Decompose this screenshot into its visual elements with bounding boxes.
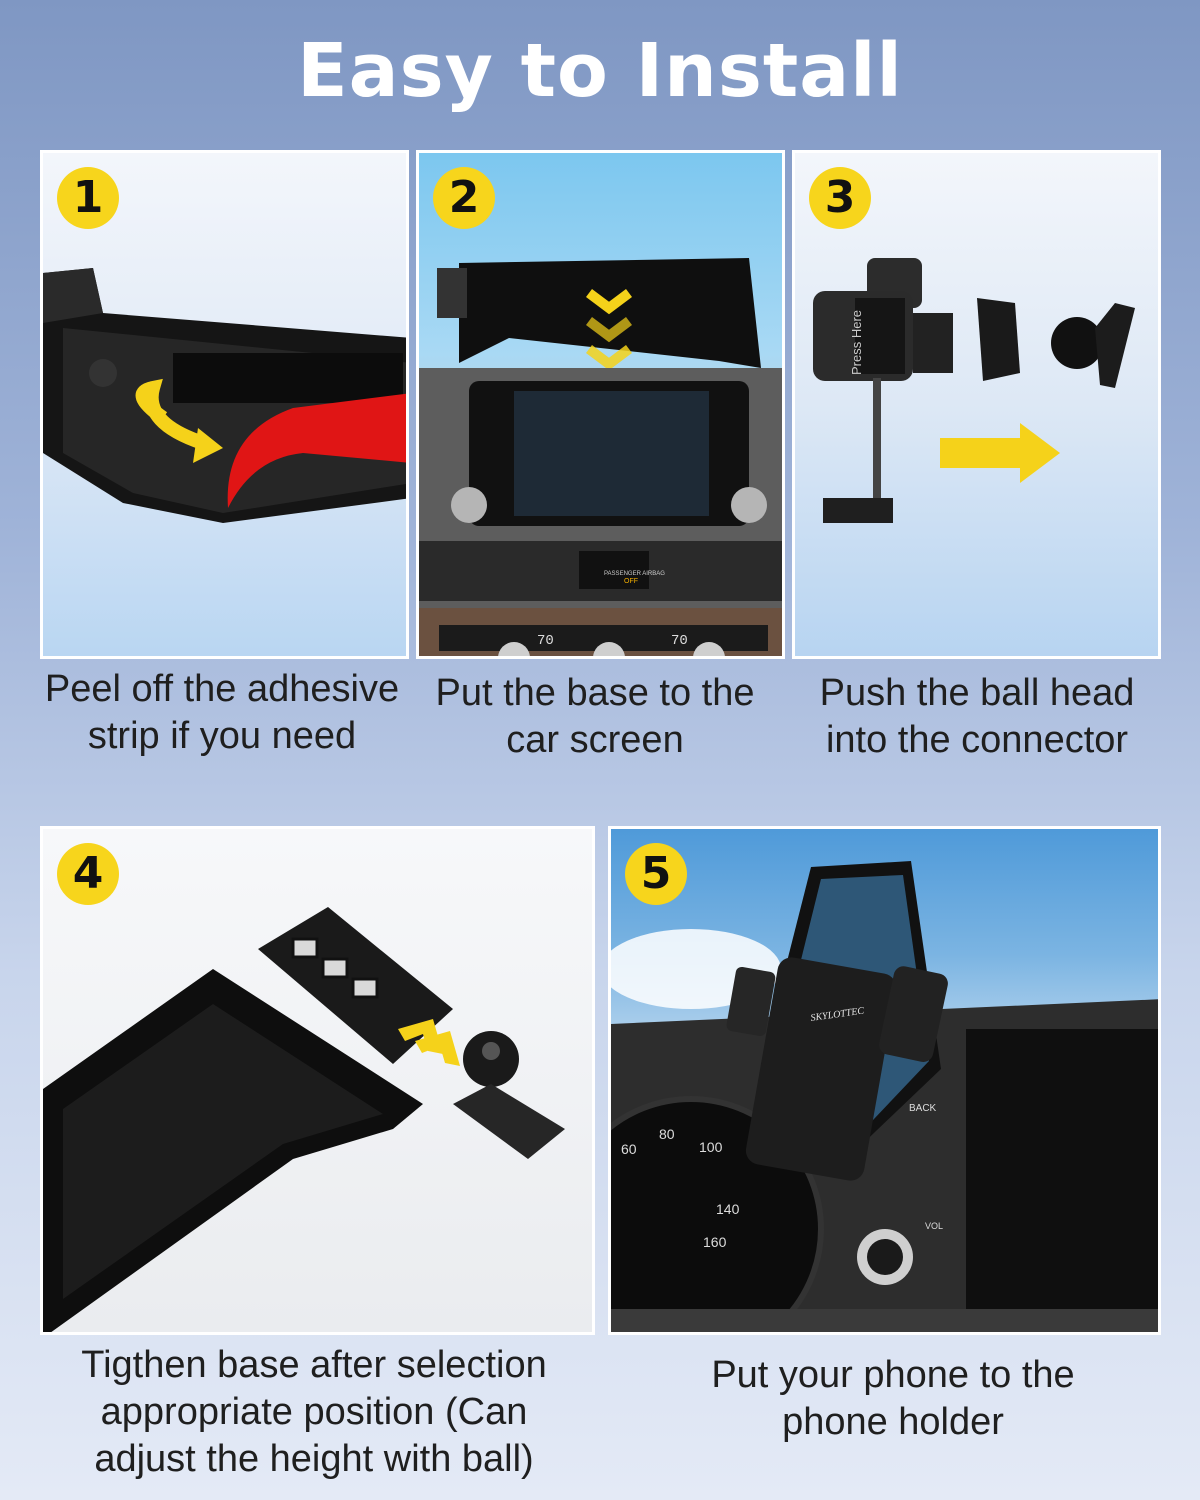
step-3-illustration: Press Here: [813, 258, 1135, 523]
phone-holder-back: [745, 957, 897, 1181]
airbag-off-label: OFF: [624, 578, 638, 585]
step-5-caption: Put your phone to the phone holder: [711, 1354, 1075, 1443]
step-3-caption: Push the ball head into the connector: [819, 672, 1135, 761]
speed-100-label: 100: [699, 1139, 723, 1155]
page-title: Easy to Install: [297, 28, 903, 114]
red-peel-arrow-icon: [227, 393, 406, 508]
holder-right-grip: [879, 966, 948, 1062]
step-1-badge: 1: [57, 167, 119, 229]
step-4-panel: 4: [40, 826, 595, 1335]
double-chevron-icon: [398, 1019, 460, 1066]
step-5-illustration: 60 80 100 140 160 BACK VOL SKYLOTTEC: [611, 861, 1158, 1332]
step-3-badge: 3: [809, 167, 871, 229]
press-here-label: Press Here: [849, 310, 864, 375]
speed-160-label: 160: [703, 1234, 727, 1250]
step-1-illustration: [43, 268, 406, 523]
speed-60-label: 60: [621, 1141, 637, 1157]
step-1-panel: 1: [40, 150, 409, 659]
step-1-caption: Peel off the adhesive strip if you need: [44, 668, 400, 757]
step-4-illustration: [43, 907, 565, 1332]
ball-connector-ring: [977, 298, 1020, 381]
step-5-badge: 5: [625, 843, 687, 905]
step-3-panel: 3 Press Here: [792, 150, 1161, 659]
step-2-illustration: PASSENGER AIRBAG OFF 70 70: [419, 258, 782, 656]
car-screen: [966, 1029, 1158, 1329]
airbag-label: PASSENGER AIRBAG: [604, 571, 665, 577]
curved-yellow-arrow-icon: [135, 378, 223, 463]
speed-140-label: 140: [716, 1201, 740, 1217]
speed-80-label: 80: [659, 1126, 675, 1142]
vol-label: VOL: [925, 1221, 943, 1231]
step-2-panel: 2 PASSENGER AIRBAG OFF 70 70: [416, 150, 785, 659]
step-5-panel: 5 60 80 100 140 160 BACK VOL SKYLOTTEC: [608, 826, 1161, 1335]
temp-right-label: 70: [671, 633, 688, 649]
ball-head: [1051, 317, 1103, 369]
step-2-caption: Put the base to the car screen: [435, 672, 755, 761]
back-button-label: BACK: [909, 1103, 937, 1114]
step-4-badge: 4: [57, 843, 119, 905]
temp-left-label: 70: [537, 633, 554, 649]
step-4-caption: Tigthen base after selection appropriate…: [81, 1344, 547, 1480]
right-arrow-icon: [940, 423, 1060, 483]
step-2-badge: 2: [433, 167, 495, 229]
holder-left-grip: [726, 966, 776, 1037]
